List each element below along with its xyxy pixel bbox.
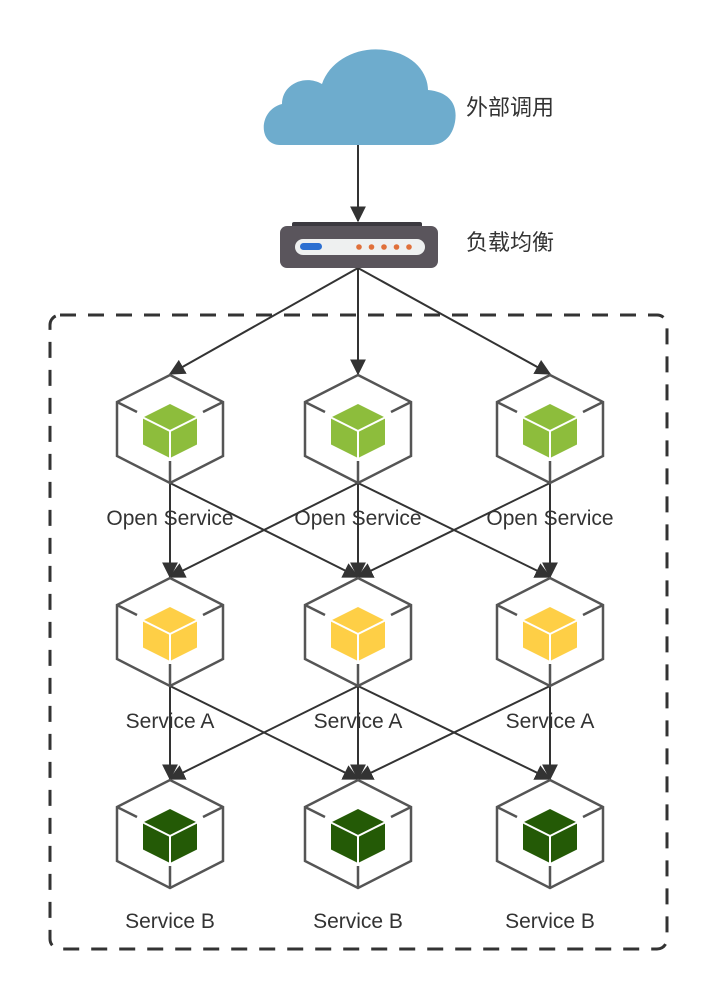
lb-port-dot <box>368 244 375 250</box>
open-service-node[interactable] <box>115 373 225 485</box>
lb-port-dot <box>406 244 412 250</box>
service-a-node[interactable] <box>115 576 225 688</box>
edge-service_a-2-to-service_b-1 <box>168 685 359 780</box>
service-b-label: Service B <box>313 910 403 933</box>
service-nodes: Open Service Open Service Open ServiceServ… <box>106 373 614 933</box>
service-a-label: Service A <box>506 710 595 733</box>
service-a-node[interactable] <box>495 576 605 688</box>
open-service-node[interactable] <box>495 373 605 485</box>
edge-open_service-2-to-service_a-1 <box>168 482 359 578</box>
lb-port-dot <box>381 244 387 250</box>
service-b-label: Service B <box>125 910 215 933</box>
load-balancer-icon[interactable] <box>280 222 438 268</box>
edge-open_service-3-to-service_a-2 <box>356 482 551 578</box>
open-service-label: Open Service <box>106 507 233 530</box>
lb-port-dot <box>356 244 362 250</box>
service-b-node[interactable] <box>495 778 605 890</box>
edge-lb-to-open-service-3 <box>357 267 552 375</box>
service-a-label: Service A <box>314 710 403 733</box>
cloud-label: 外部调用 <box>466 96 554 121</box>
open-service-node[interactable] <box>303 373 413 485</box>
edge-service_a-3-to-service_b-2 <box>356 685 551 780</box>
load-balancer-label: 负载均衡 <box>466 231 554 256</box>
lb-port-dot <box>393 244 400 250</box>
cloud-icon <box>263 49 456 146</box>
edge-lb-to-open-service-1 <box>168 267 359 375</box>
service-a-node[interactable] <box>303 576 413 688</box>
service-b-label: Service B <box>505 910 595 933</box>
open-service-label: Open Service <box>294 507 421 530</box>
service-b-node[interactable] <box>115 778 225 890</box>
cluster-boundary <box>48 313 669 951</box>
service-b-node[interactable] <box>303 778 413 890</box>
service-a-label: Service A <box>126 710 215 733</box>
open-service-label: Open Service <box>486 507 613 530</box>
edges <box>162 145 558 781</box>
